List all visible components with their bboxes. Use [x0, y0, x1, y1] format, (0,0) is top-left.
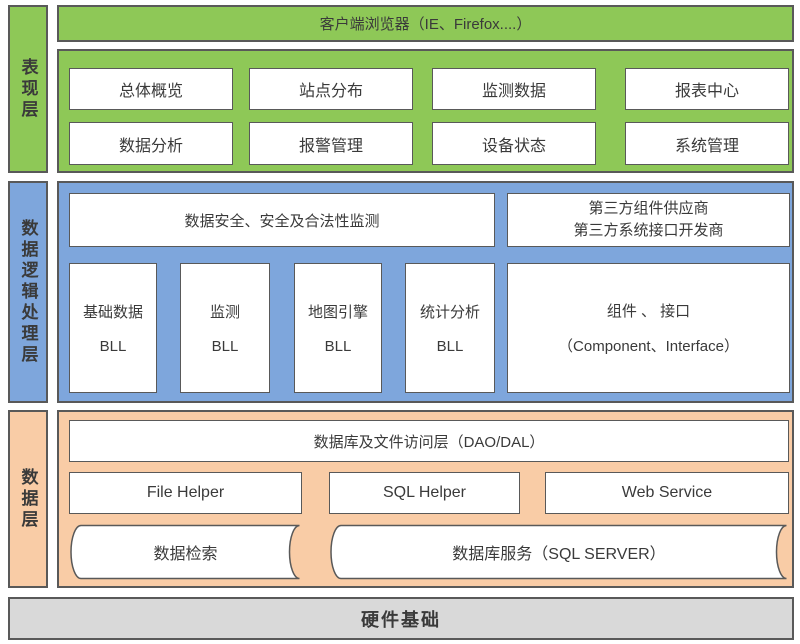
presentation-layer-panel: 总体概览 站点分布 监测数据 报表中心 数据分析 报警管理 设备状态 系统管理 [57, 49, 794, 173]
cylinder-shape-icon [70, 524, 300, 580]
data-layer-label: 数据层 [8, 410, 48, 588]
file-helper-box: File Helper [69, 472, 302, 514]
bll-sub: BLL [99, 338, 127, 355]
bll-name: 基础数据 [82, 304, 143, 321]
module-device-status: 设备状态 [432, 122, 596, 165]
third-party-line1: 第三方组件供应商 [588, 199, 709, 217]
module-alarm-management: 报警管理 [249, 122, 413, 165]
data-layer-panel: 数据库及文件访问层（DAO/DAL） File Helper SQL Helpe… [57, 410, 794, 588]
cylinder-shape-icon [330, 524, 787, 580]
bll-map-engine: 地图引擎 BLL [294, 263, 382, 393]
component-line2: （Component、Interface） [558, 338, 739, 355]
module-monitoring-data: 监测数据 [432, 68, 596, 110]
bll-name: 监测 [209, 304, 240, 321]
store-label: 数据库服务（SQL SERVER） [452, 546, 666, 563]
module-system-management: 系统管理 [625, 122, 789, 165]
presentation-layer-label: 表现层 [8, 5, 48, 173]
data-retrieval-store: 数据检索 [69, 524, 302, 580]
module-report-center: 报表中心 [625, 68, 789, 110]
third-party-line2: 第三方系统接口开发商 [573, 222, 724, 239]
bll-name: 统计分析 [419, 304, 480, 321]
database-service-store: 数据库服务（SQL SERVER） [329, 524, 789, 580]
dao-dal-box: 数据库及文件访问层（DAO/DAL） [69, 420, 789, 462]
logic-layer-panel: 数据安全、安全及合法性监测 第三方组件供应商 第三方系统接口开发商 基础数据 B… [57, 181, 794, 403]
store-label: 数据检索 [153, 546, 218, 563]
bll-sub: BLL [211, 338, 239, 355]
module-overview: 总体概览 [69, 68, 233, 110]
module-site-distribution: 站点分布 [249, 68, 413, 110]
third-party-box: 第三方组件供应商 第三方系统接口开发商 [507, 193, 790, 247]
bll-basic-data: 基础数据 BLL [69, 263, 157, 393]
client-browser-bar: 客户端浏览器（IE、Firefox....） [57, 5, 794, 42]
data-security-box: 数据安全、安全及合法性监测 [69, 193, 495, 247]
logic-layer-label: 数据逻辑处理层 [8, 181, 48, 403]
web-service-box: Web Service [545, 472, 789, 514]
sql-helper-box: SQL Helper [329, 472, 520, 514]
bll-sub: BLL [436, 338, 464, 355]
bll-monitoring: 监测 BLL [180, 263, 270, 393]
bll-name: 地图引擎 [307, 304, 368, 321]
bll-statistics: 统计分析 BLL [405, 263, 495, 393]
bll-sub: BLL [324, 338, 352, 355]
component-line1: 组件 、 接口 [606, 303, 691, 320]
component-interface-box: 组件 、 接口 （Component、Interface） [507, 263, 790, 393]
hardware-foundation-bar: 硬件基础 [8, 597, 794, 640]
module-data-analysis: 数据分析 [69, 122, 233, 165]
